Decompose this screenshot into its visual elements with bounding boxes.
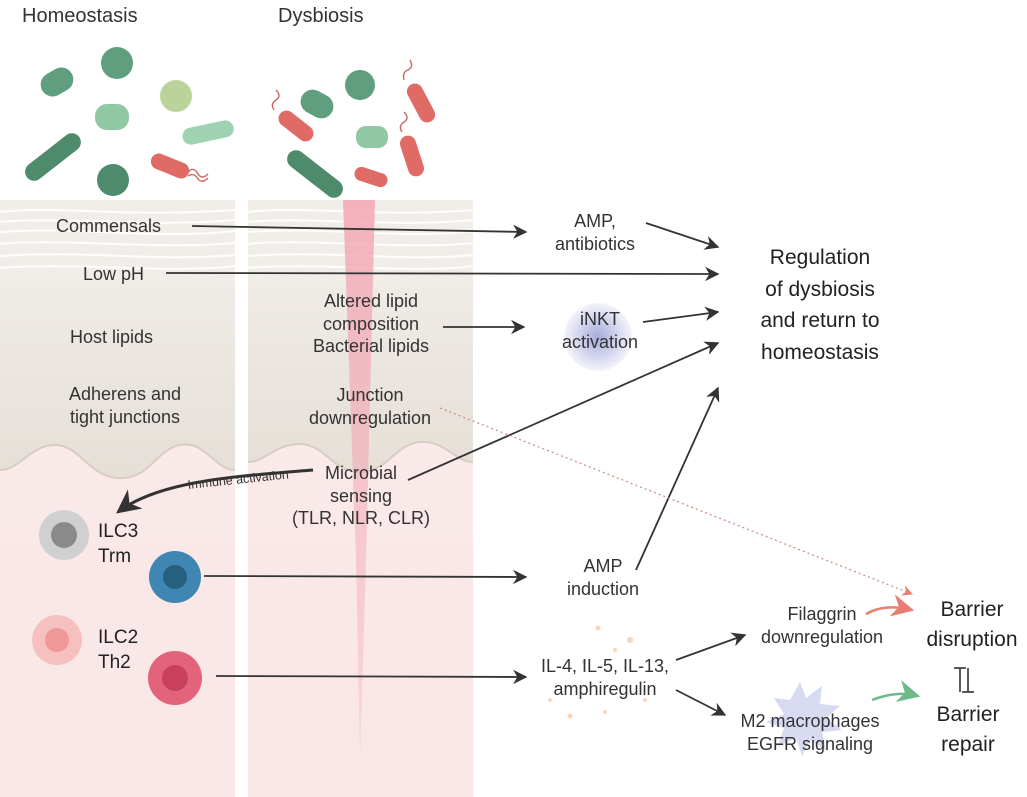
junctions-line-1: Adherens and bbox=[68, 384, 182, 404]
homeostasis-skin-column bbox=[0, 200, 236, 797]
interleukins-line: IL-4, IL-5, IL-13, bbox=[540, 656, 670, 676]
regulation-outcome-label: Regulation of dysbiosis and return to ho… bbox=[735, 242, 905, 368]
ilc2-cell-light-pink bbox=[32, 615, 82, 665]
ilc3-cell-grey bbox=[39, 510, 89, 560]
cytokines-label: IL-4, IL-5, IL-13, amphiregulin bbox=[520, 655, 690, 700]
regulation-line-3: and return to bbox=[760, 309, 880, 332]
m2-to-repair-arrow bbox=[871, 680, 921, 703]
dysbiosis-skin-column bbox=[247, 200, 474, 797]
sensing-line: sensing bbox=[329, 485, 393, 506]
altered-lipid-line: Altered lipid bbox=[323, 291, 419, 311]
commensal-bacteria bbox=[25, 47, 234, 196]
host-lipids-label: Host lipids bbox=[70, 327, 154, 347]
inkt-cell-glow bbox=[564, 303, 632, 371]
amp-line: AMP, bbox=[574, 211, 616, 231]
amp-induction-line-2: induction bbox=[566, 578, 640, 599]
junctions-line-2: tight junctions bbox=[69, 406, 181, 427]
filaggrin-label: Filaggrin downregulation bbox=[752, 603, 892, 648]
ilc2-label: ILC2 bbox=[98, 627, 139, 648]
activation-line: activation bbox=[561, 331, 639, 352]
th2-cell-pink bbox=[148, 651, 202, 705]
egfr-signaling-line: EGFR signaling bbox=[746, 733, 874, 754]
filaggrin-downregulation-line: downregulation bbox=[760, 626, 884, 647]
amp-induction-label: AMP induction bbox=[548, 555, 658, 600]
inkt-line: iNKT bbox=[580, 309, 620, 329]
filaggrin-to-disruption-arrow bbox=[865, 594, 915, 617]
antibiotics-line: antibiotics bbox=[554, 233, 636, 254]
ilc3-label: ILC3 bbox=[98, 521, 139, 542]
barrier-repair-line-2: repair bbox=[941, 733, 995, 757]
inkt-activation-label: iNKT activation bbox=[550, 308, 650, 353]
junction-line: Junction bbox=[336, 385, 404, 405]
downregulation-line: downregulation bbox=[308, 407, 432, 428]
cytokine-dots bbox=[548, 625, 647, 719]
amphiregulin-line: amphiregulin bbox=[553, 678, 657, 699]
m2-macrophages-line: M2 macrophages bbox=[740, 711, 880, 731]
mutual-inhibition-symbol bbox=[954, 667, 974, 693]
ilc3-trm-label: ILC3 Trm bbox=[98, 520, 138, 569]
th2-label: Th2 bbox=[98, 651, 131, 673]
microbial-sensing-label: Microbial sensing (TLR, NLR, CLR) bbox=[276, 462, 446, 530]
homeostasis-header: Homeostasis bbox=[22, 5, 138, 27]
dysbiosis-bacteria bbox=[271, 59, 436, 198]
junction-downregulation-label: Junction downregulation bbox=[300, 384, 440, 429]
junction-to-disruption-dotted-arrow bbox=[439, 407, 914, 596]
filaggrin-line: Filaggrin bbox=[787, 604, 857, 624]
amp-induction-line-1: AMP bbox=[583, 556, 623, 576]
trm-label: Trm bbox=[98, 545, 132, 567]
trm-cell-blue bbox=[149, 551, 201, 603]
dysbiosis-header: Dysbiosis bbox=[278, 5, 364, 27]
bacterial-lipids-line: Bacterial lipids bbox=[312, 336, 430, 356]
barrier-disruption-label: Barrier disruption bbox=[918, 595, 1026, 656]
commensals-label: Commensals bbox=[56, 216, 162, 236]
barrier-disruption-line-1: Barrier bbox=[940, 598, 1004, 621]
m2-macrophage-shape bbox=[766, 682, 842, 756]
altered-lipids-label: Altered lipid composition Bacterial lipi… bbox=[296, 290, 446, 358]
regulation-line-2: of dysbiosis bbox=[765, 277, 875, 301]
pathway-arrows bbox=[165, 222, 747, 716]
immune-activation-arrow bbox=[116, 468, 314, 514]
barrier-disruption-line-2: disruption bbox=[926, 628, 1018, 652]
receptors-line: (TLR, NLR, CLR) bbox=[291, 508, 430, 528]
regulation-line-1: Regulation bbox=[769, 246, 871, 269]
barrier-repair-line-1: Barrier bbox=[936, 703, 1000, 726]
junctions-label: Adherens and tight junctions bbox=[40, 383, 210, 428]
amp-antibiotics-label: AMP, antibiotics bbox=[535, 210, 655, 255]
barrier-repair-label: Barrier repair bbox=[918, 700, 1018, 761]
inflammation-column bbox=[343, 200, 375, 760]
microbial-line: Microbial bbox=[324, 463, 398, 483]
low-ph-label: Low pH bbox=[83, 264, 145, 284]
regulation-line-4: homeostasis bbox=[761, 340, 879, 364]
pathobiont-bacterium bbox=[150, 153, 209, 182]
m2-egfr-label: M2 macrophages EGFR signaling bbox=[722, 710, 898, 755]
ilc2-th2-label: ILC2 Th2 bbox=[98, 626, 138, 675]
composition-line: composition bbox=[322, 313, 420, 334]
